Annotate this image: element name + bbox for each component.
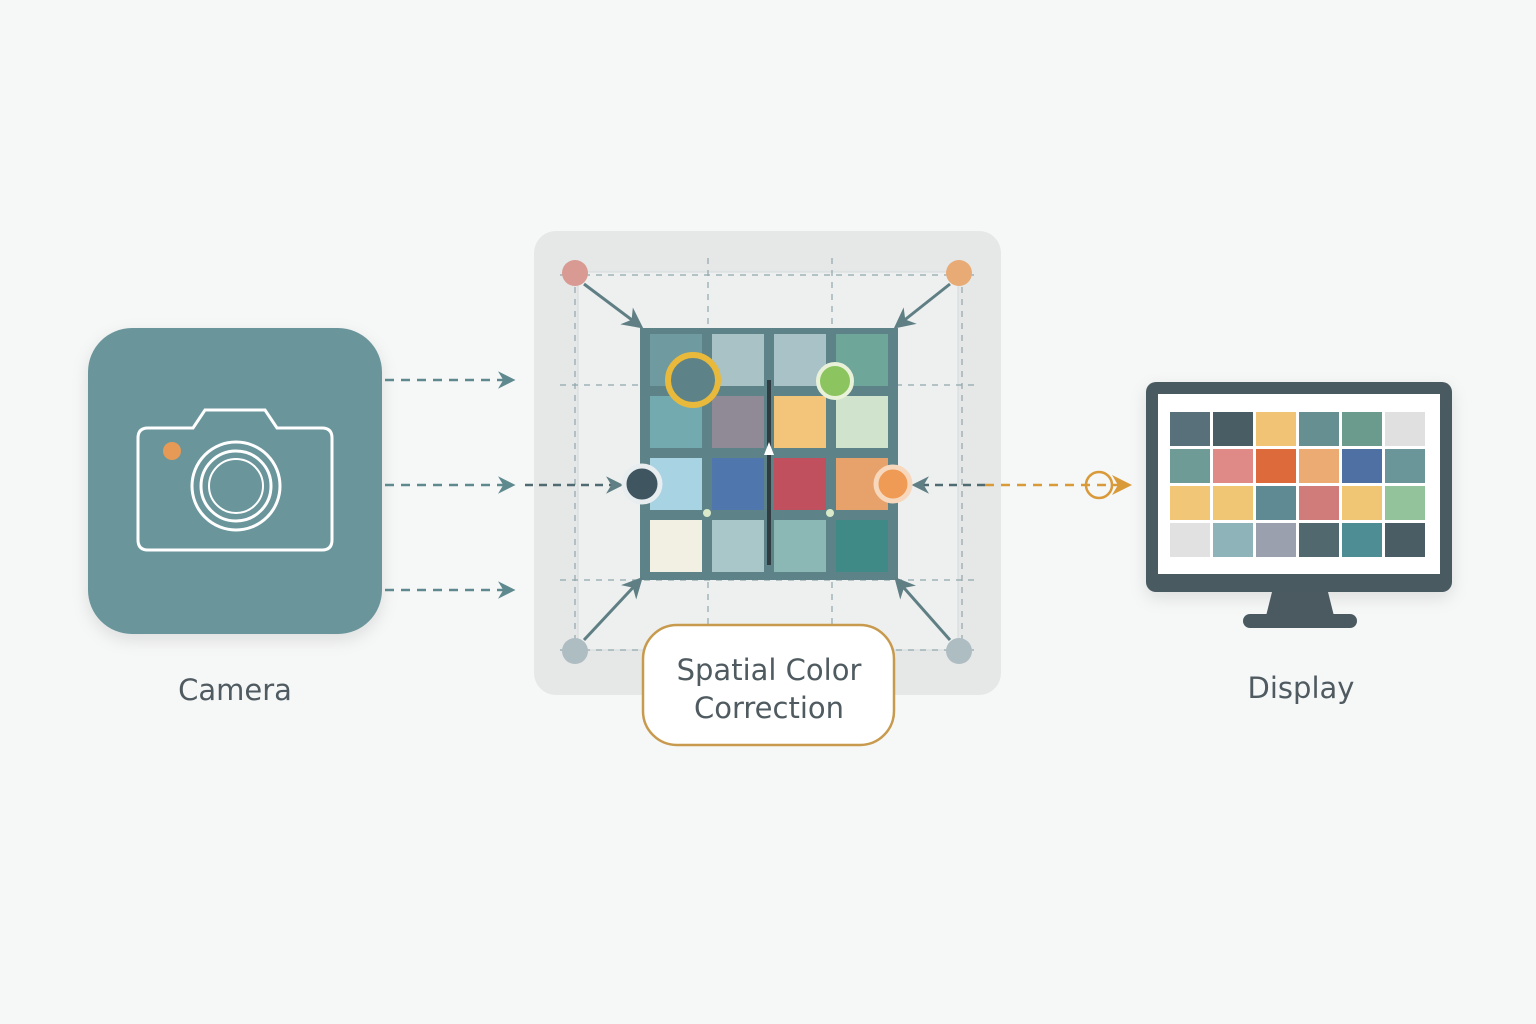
display-swatch-r0c2: [1256, 412, 1296, 446]
display-swatch-r0c5: [1385, 412, 1425, 446]
display-swatch-r3c3: [1299, 523, 1339, 557]
process-output-arrow: [985, 470, 1132, 500]
corner-handle-bottom-right: [946, 638, 972, 664]
checker-swatch-r2c2: [774, 458, 826, 510]
checker-swatch-r3c0: [650, 520, 702, 572]
center-marker: [764, 442, 774, 455]
display-cells: [1170, 412, 1425, 557]
sample-ring-orange: [873, 464, 913, 504]
display-swatch-r2c4: [1342, 486, 1382, 520]
monitor-base: [1243, 614, 1357, 628]
monitor-neck: [1266, 592, 1334, 616]
display-swatch-r0c1: [1213, 412, 1253, 446]
corner-arrows: [582, 282, 952, 642]
process-label-line2: Correction: [694, 691, 844, 725]
display-swatch-r2c0: [1170, 486, 1210, 520]
display-swatch-r0c3: [1299, 412, 1339, 446]
checker-swatch-r1c1: [712, 396, 764, 448]
checker-swatch-r3c1: [712, 520, 764, 572]
display-swatch-r3c0: [1170, 523, 1210, 557]
checker-swatch-r1c2: [774, 396, 826, 448]
checker-swatch-r1c3: [836, 396, 888, 448]
sample-dot-right: [826, 509, 834, 517]
display-swatch-r3c2: [1256, 523, 1296, 557]
display-swatch-r2c1: [1213, 486, 1253, 520]
process-node: Spatial Color Correction: [525, 231, 1001, 747]
display-swatch-r3c4: [1342, 523, 1382, 557]
display-node: [1146, 382, 1452, 628]
display-swatch-r1c1: [1213, 449, 1253, 483]
camera-tile: [88, 328, 382, 634]
display-swatch-r0c0: [1170, 412, 1210, 446]
process-label-line1: Spatial Color: [677, 653, 862, 687]
camera-icon: [136, 408, 334, 552]
sample-ring-dark: [621, 463, 663, 505]
camera-output-arrows: [385, 371, 516, 599]
corner-handle-top-right: [946, 260, 972, 286]
sample-ring-green: [816, 362, 854, 400]
display-swatch-r0c4: [1342, 412, 1382, 446]
display-label: Display: [1248, 671, 1355, 705]
display-swatch-r3c5: [1385, 523, 1425, 557]
sample-dot-left: [703, 509, 711, 517]
display-swatch-r1c2: [1256, 449, 1296, 483]
display-swatch-r2c5: [1385, 486, 1425, 520]
display-swatch-r1c5: [1385, 449, 1425, 483]
corner-handle-bottom-left: [562, 638, 588, 664]
camera-node: [88, 328, 382, 634]
camera-label: Camera: [178, 673, 292, 707]
sample-ring-yellow: [665, 352, 721, 408]
checker-swatch-r2c1: [712, 458, 764, 510]
checker-swatch-r3c3: [836, 520, 888, 572]
display-swatch-r2c3: [1299, 486, 1339, 520]
display-swatch-r3c1: [1213, 523, 1253, 557]
display-swatch-r1c0: [1170, 449, 1210, 483]
output-node-ring: [1084, 470, 1114, 500]
camera-flash-dot: [163, 442, 181, 460]
display-swatch-r1c4: [1342, 449, 1382, 483]
display-swatch-r2c2: [1256, 486, 1296, 520]
display-swatch-r1c3: [1299, 449, 1339, 483]
checker-swatch-r3c2: [774, 520, 826, 572]
checker-cells: [650, 334, 888, 572]
corner-handle-top-left: [562, 260, 588, 286]
process-label-box: [641, 623, 896, 747]
